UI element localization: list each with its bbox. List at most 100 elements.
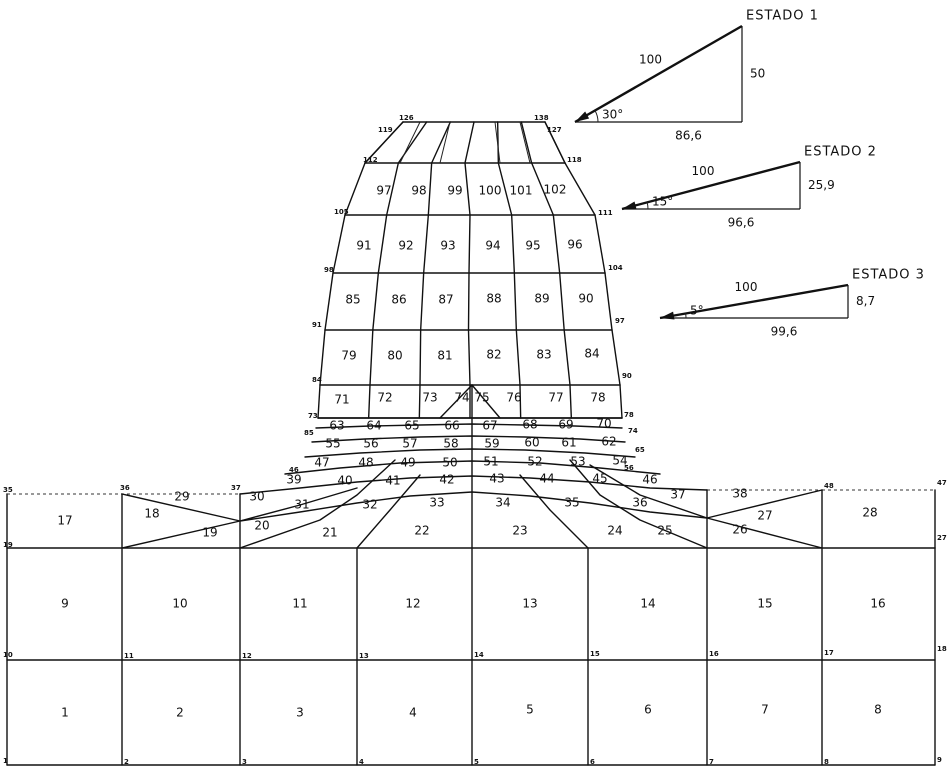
node-number: 7 [709,758,714,766]
element-number: 55 [325,437,340,451]
element-number: 44 [539,472,554,486]
mesh-grid-line [121,520,241,549]
element-number: 62 [601,435,616,449]
mesh-grid-line [121,493,241,522]
element-number: 12 [405,597,420,611]
node-number: 97 [615,317,625,325]
node-number: 47 [937,479,947,487]
element-number: 53 [570,455,585,469]
node-number: 126 [399,114,414,122]
stem-column-line [418,121,452,419]
node-number: 98 [324,266,334,274]
element-number: 94 [485,239,500,253]
element-number: 68 [522,418,537,432]
stem-edge-line [604,272,613,331]
mesh-band-line [315,423,623,429]
mesh-fan-line [239,487,358,522]
element-number: 14 [640,597,655,611]
stem-edge-line [324,272,334,331]
element-number: 91 [356,239,371,253]
element-number: 76 [506,391,521,405]
element-number: 99 [447,184,462,198]
element-number: 51 [483,455,498,469]
element-number: 21 [322,526,337,540]
state-title: ESTADO 1 [746,9,819,24]
element-number: 43 [489,472,504,486]
angle-arc [646,202,649,210]
stem-column-line [496,121,522,419]
stem-top-line [544,121,566,164]
mesh-band-line [239,491,708,522]
element-number: 67 [482,419,497,433]
node-number: 65 [635,446,645,454]
element-number: 66 [444,419,459,433]
node-number: 111 [598,209,613,217]
stem-top-line [494,121,501,164]
vertical-label: 50 [750,67,765,81]
node-number: 6 [590,758,595,766]
stem-edge-line [332,214,346,274]
node-number: 27 [937,534,947,542]
element-number: 33 [429,496,444,510]
stem-edge-line [594,214,606,274]
element-number: 26 [732,523,747,537]
element-number: 10 [172,597,187,611]
mesh-fan-line [589,464,708,519]
element-number: 3 [296,706,304,720]
element-number: 30 [249,490,264,504]
node-number: 16 [709,650,719,658]
element-number: 40 [337,474,352,488]
element-number: 61 [561,436,576,450]
node-number: 85 [304,429,314,437]
mesh-fan-line [356,474,421,549]
node-number: 91 [312,321,322,329]
element-number: 87 [438,293,453,307]
mesh-lines [6,121,936,766]
mesh-band-line [304,448,636,458]
load-arrow [621,160,801,211]
element-number: 7 [761,703,769,717]
element-number: 73 [422,391,437,405]
element-number: 96 [567,238,582,252]
element-number: 20 [254,519,269,533]
node-number: 73 [308,412,318,420]
element-number: 54 [612,454,627,468]
angle-label: 15° [652,195,673,209]
node-number: 138 [534,114,549,122]
vertical-label: 8,7 [856,294,875,308]
stem-edge-line [611,329,621,386]
element-number: 1 [61,706,69,720]
element-number: 85 [345,293,360,307]
element-number: 45 [592,472,607,486]
element-number: 6 [644,703,652,717]
element-number: 64 [366,419,381,433]
state-title: ESTADO 2 [804,145,877,160]
element-number: 46 [642,473,657,487]
element-number: 72 [377,391,392,405]
element-number: 9 [61,597,69,611]
element-number: 58 [443,437,458,451]
mesh-fan-line [439,384,473,419]
horizontal-label: 96,6 [728,216,755,230]
stem-edge-line [344,162,366,216]
node-number: 8 [824,758,829,766]
node-number: 14 [474,651,484,659]
element-number: 80 [387,349,402,363]
mesh-fan-line [239,459,396,549]
element-number: 41 [385,474,400,488]
node-number: 104 [608,264,623,272]
element-number: 4 [409,706,417,720]
element-number: 56 [363,437,378,451]
element-number: 39 [286,473,301,487]
element-number: 90 [578,292,593,306]
node-number: 36 [120,484,130,492]
element-number: 5 [526,703,534,717]
element-number: 81 [437,349,452,363]
mesh-fan-line [471,384,501,419]
mesh-fan-line [519,474,589,549]
node-number: 17 [824,649,834,657]
node-number: 74 [628,427,638,435]
node-number: 127 [547,126,562,134]
element-number: 22 [414,524,429,538]
